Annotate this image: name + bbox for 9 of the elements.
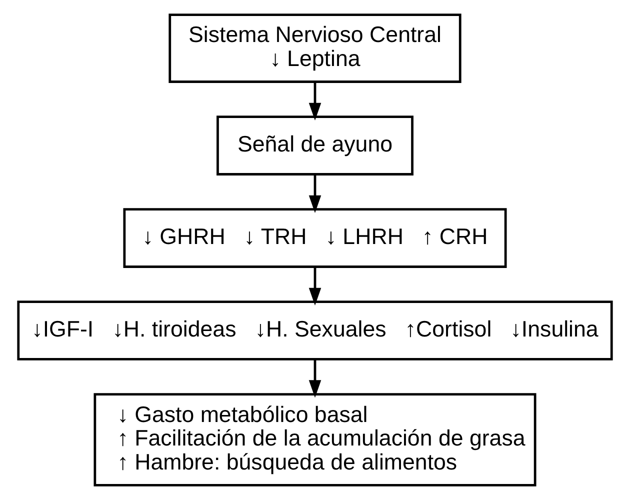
arrow bbox=[308, 174, 321, 213]
node-box: ↓ Gasto metabólico basal ↑ Facilitación de la acumulación de grasa ↑ Hambre: búsqueda de alimentos bbox=[93, 393, 536, 486]
node-box: Sistema Nervioso Central ↓ Leptina bbox=[168, 14, 461, 83]
node-box: Señal de ayuno bbox=[216, 116, 413, 176]
arrow bbox=[308, 266, 321, 306]
arrow bbox=[308, 359, 321, 398]
arrow bbox=[308, 82, 321, 120]
node-box: ↓ GHRH ↓ TRH ↓ LHRH ↑ CRH bbox=[122, 208, 506, 268]
node-box: ↓IGF-I ↓H. tiroideas ↓H. Sexuales ↑Cortisol ↓Insulina bbox=[16, 300, 612, 360]
